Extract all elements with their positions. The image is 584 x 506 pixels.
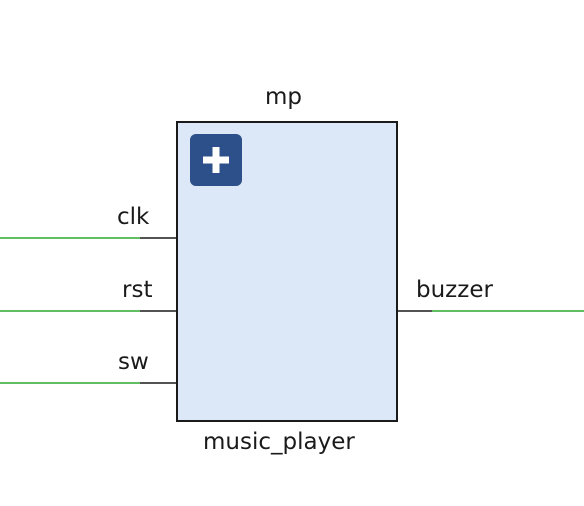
port-label-sw: sw xyxy=(118,349,149,375)
module-name-label: music_player xyxy=(203,429,355,455)
port-label-rst: rst xyxy=(122,277,153,303)
port-label-clk: clk xyxy=(117,204,150,230)
expand-hierarchy-button[interactable] xyxy=(190,134,242,186)
port-label-buzzer: buzzer xyxy=(416,277,493,303)
instance-name-label: mp xyxy=(265,84,303,110)
plus-icon xyxy=(203,147,229,173)
